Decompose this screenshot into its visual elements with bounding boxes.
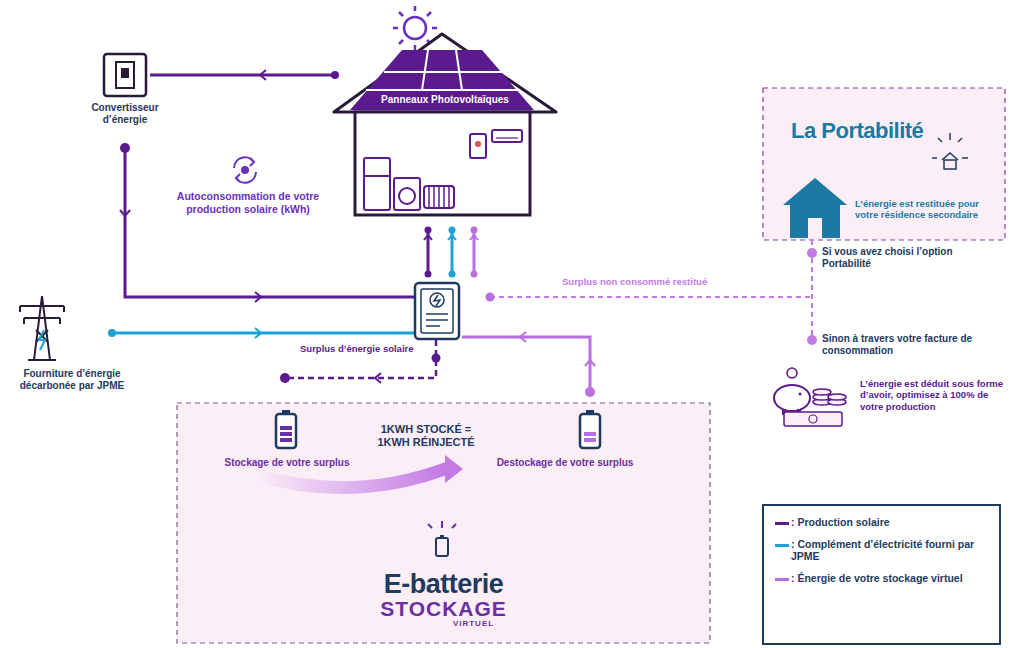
node-text: L’énergie est restituée pour votre résid… [855,198,995,221]
note-label: Surplus non consommé restitué [562,276,712,287]
note-label: Fourniture d’énergie décarbonée par JPME [6,368,138,392]
surplus-wire [290,340,436,378]
cycle-icon [234,157,256,182]
node-box: Panneaux Photovoltaïques [330,30,560,220]
grid-wire [112,328,415,338]
house-outline [330,30,560,220]
converter-icon [102,52,148,98]
node-box: Destockage de votre surplus [465,457,665,469]
portability-region [763,88,1005,240]
edge-label: 1KWH STOCKÉ = 1KWH RÉINJECTÉ [366,423,486,449]
house-arrows [424,232,478,272]
portability-house [783,133,968,238]
node-title: Panneaux Photovoltaïques [330,94,560,106]
meter-icon [415,283,459,339]
legend-frame [763,505,1000,644]
wire-dot [108,329,116,337]
node-title: Destockage de votre surplus [465,457,665,469]
node-box: Convertisseur d’énergie [75,52,175,126]
destock-wire [462,332,595,392]
logo-icon [428,521,456,556]
legend-swatch [775,578,789,581]
node-title: E-batterie [384,570,504,598]
legend-text: : Énergie de votre stockage virtuel [791,572,990,585]
portability-box: La PortabilitéL’énergie est restituée po… [763,88,1005,240]
arrow-body [257,469,445,488]
piggy-icon [774,368,846,426]
note-label: Si vous avez choisi l’option Portabilité [822,246,1002,270]
node-text: STOCKAGE [380,598,507,619]
node-box: Stockage de votre surplus [207,457,367,469]
pylon-icon [20,296,64,360]
wire-dot [331,71,339,79]
wire-dot [120,143,130,153]
node-text: VIRTUEL [453,619,494,629]
legend-swatch [775,522,789,525]
arrow-head [445,455,463,483]
node-title: La Portabilité [791,118,923,144]
note-label: Surplus d’énergie solaire [300,343,430,354]
legend-row: : Production solaire [775,516,990,529]
restitution-wire [490,240,812,340]
note-label: L’énergie est déduit sous forme d’avoir,… [860,378,1010,412]
node-title: Stockage de votre surplus [207,457,367,469]
note-label: Autoconsommation de votre production sol… [168,190,328,215]
legend: : Production solaire : Complément d’élect… [775,516,990,593]
note-label: Sinon à travers votre facture de consomm… [822,333,1007,357]
legend-row: : Énergie de votre stockage virtuel [775,572,990,585]
legend-row: : Complément d’électricité fourni par JP… [775,538,990,563]
legend-swatch [775,544,789,547]
storage-region [177,403,710,643]
legend-text: : Production solaire [791,516,990,529]
legend-text: : Complément d’électricité fourni par JP… [791,538,990,563]
node-title: Convertisseur d’énergie [75,102,175,126]
